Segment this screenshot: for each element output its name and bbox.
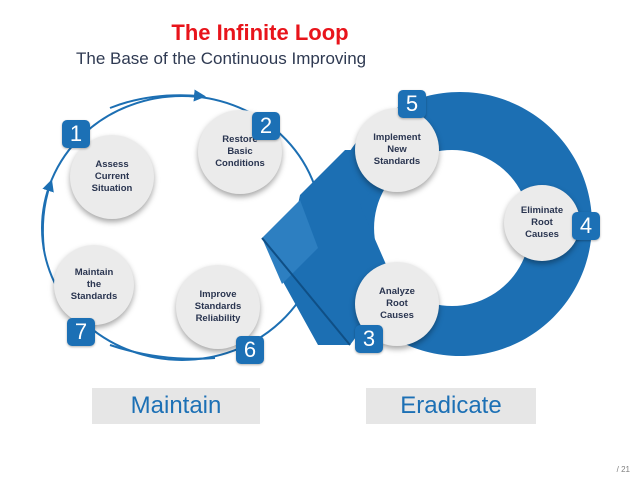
step-circle-analyze: Analyze Root Causes (355, 262, 439, 346)
step-badge-6: 6 (236, 336, 264, 364)
phase-label-eradicate: Eradicate (366, 388, 536, 424)
step-badge-5: 5 (398, 90, 426, 118)
step-circle-implement: Implement New Standards (355, 108, 439, 192)
loop-cross-line (261, 237, 351, 346)
step-badge-1: 1 (62, 120, 90, 148)
diagram-subtitle: The Base of the Continuous Improving (76, 49, 367, 68)
left-arrow-top (109, 89, 206, 109)
loop-arrow-head (262, 200, 318, 284)
diagram-title: The Infinite Loop (171, 20, 349, 45)
step-badge-3: 3 (355, 325, 383, 353)
phase-label-maintain: Maintain (92, 388, 260, 424)
step-badge-7: 7 (67, 318, 95, 346)
step-circle-maintain: Maintain the Standards (54, 245, 134, 325)
step-circle-assess: Assess Current Situation (70, 135, 154, 219)
step-badge-4: 4 (572, 212, 600, 240)
step-badge-2: 2 (252, 112, 280, 140)
slide-page-number: / 21 (616, 465, 630, 474)
left-arrow-bottom (109, 344, 216, 360)
step-circle-improve: Improve Standards Reliability (176, 265, 260, 349)
left-arrow-left (41, 179, 54, 251)
step-circle-eliminate: Eliminate Root Causes (504, 185, 580, 261)
